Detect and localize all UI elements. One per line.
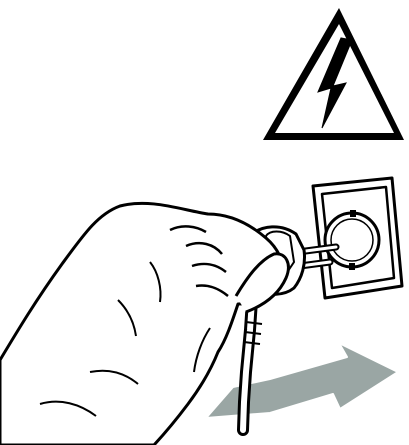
- high-voltage-warning-icon: [263, 8, 404, 140]
- wall-socket-icon: [313, 178, 402, 298]
- pull-direction-arrow-icon: [206, 343, 398, 418]
